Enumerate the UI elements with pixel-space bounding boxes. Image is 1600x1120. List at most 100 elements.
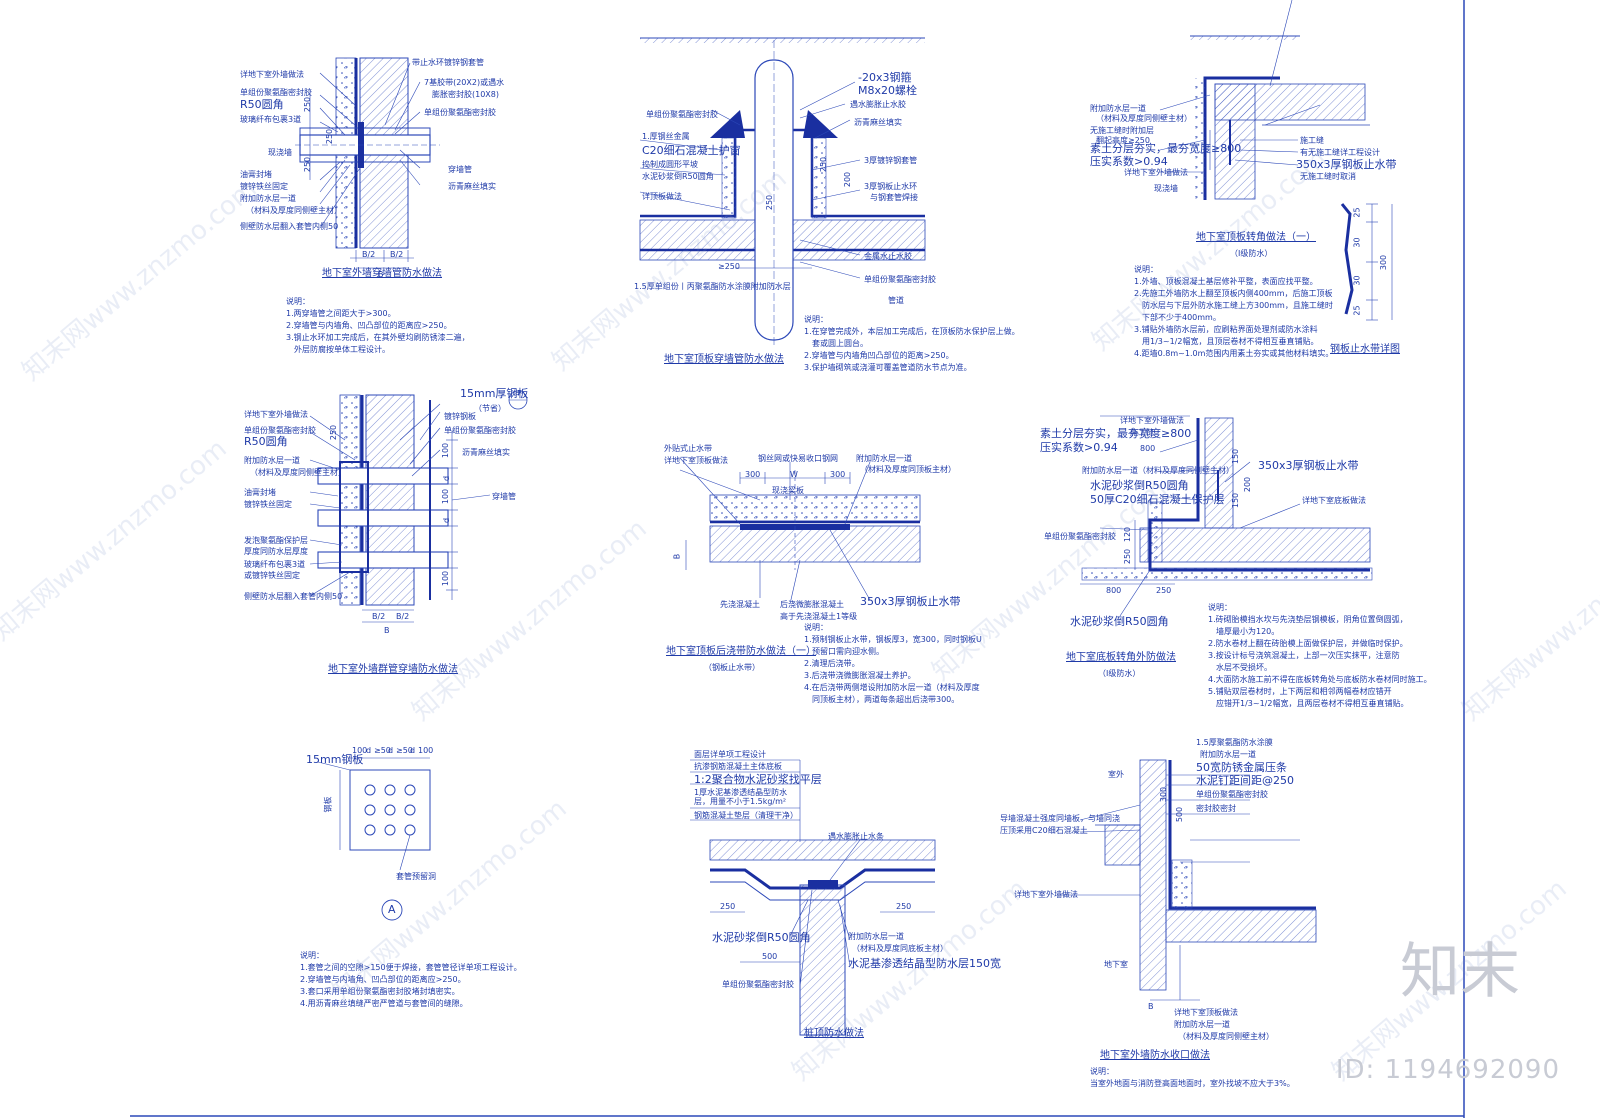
d2-note-3: 2.穿墙管与内墙角凹凸部位的距离>250。 — [804, 351, 954, 360]
d4-label-10: 厚度同防水层厚度 — [244, 547, 308, 556]
d4-label-4: R50圆角 — [244, 435, 288, 448]
d4-label-5: 附加防水层一道 — [244, 456, 300, 465]
d9-note-1: 当室外地面与消防登高面地面时，室外找坡不应大于3%。 — [1090, 1079, 1295, 1088]
d9-dim-0: 300 — [1159, 786, 1169, 803]
d5-dim-0: 300 — [745, 470, 761, 479]
d3-label-2: 无施工缝时附加层 — [1090, 126, 1154, 135]
d3-note-4: 下部不少于400mm。 — [1142, 313, 1221, 322]
d5-notes: 说明： 1.预制钢板止水带，钢板厚3，宽300，同时钢板U 预留口需向迎水侧。 … — [804, 622, 982, 706]
d8-label-1: 水泥砂浆倒R50圆角 — [712, 931, 811, 944]
d2-label-9: 遇水膨胀止水胶 — [850, 100, 906, 109]
d1-label-7: 附加防水层一道 — [240, 194, 296, 203]
d7-dim-2: ≥50 — [374, 746, 391, 755]
d2-label-11: 3厚镀锌钢套管 — [864, 156, 918, 165]
d4-label-14: 镀锌钢板 — [444, 412, 476, 421]
d6-label-9: 详地下室底板做法 — [1302, 496, 1366, 505]
d5-note-3: 2.清理后浇带。 — [804, 659, 860, 668]
d2-note-2: 套或圆上圆台。 — [812, 339, 868, 348]
d4-label-13: 侧壁防水层翻入套管内侧50 — [244, 592, 343, 601]
d6-label-3: 施工缝 — [1130, 428, 1154, 437]
d6-subtitle: （Ⅰ级防水） — [1098, 669, 1141, 678]
d1-label-2: R50圆角 — [240, 98, 284, 111]
d7-note-3: 3.套口采用单组份聚氨酯密封胶堵封填密实。 — [300, 987, 460, 996]
d5-label-3: 附加防水层一道 — [856, 454, 912, 463]
d8-label-4: 水泥基渗透结晶型防水层150宽 — [848, 957, 1001, 970]
d5-note-6: 同顶板主材），两道每条超出后浇带300。 — [812, 695, 960, 704]
d3-label-7: 现浇墙 — [1154, 184, 1178, 193]
d8-layer-0: 面层详单项工程设计 — [694, 750, 766, 759]
d3-subtitle: （Ⅰ级防水） — [1230, 249, 1273, 258]
d9-label-11: 详地下室顶板做法 — [1174, 1008, 1238, 1017]
d3-note-5: 3.铺贴外墙防水层前，应刷粘界面处理剂或防水涂料 — [1134, 325, 1318, 334]
d7-marker: A — [388, 903, 396, 916]
d5-label-5: 先浇混凝土 — [720, 600, 760, 609]
d7-dim-1: d — [366, 746, 372, 755]
d1-dim-4: B/2 — [390, 250, 404, 259]
d5-dim-2: 300 — [830, 470, 846, 479]
d7-dim-4: ≥50 — [396, 746, 413, 755]
d9-label-0: 1.5厚聚氨酯防水涂膜 — [1196, 738, 1273, 747]
d3-title: 地下室顶板转角做法（一） — [1196, 232, 1316, 243]
d5-note-5: 4.在后浇带两侧增设附加防水层一道（材料及厚度 — [804, 683, 980, 692]
d6-title: 地下室底板转角外防做法 — [1066, 652, 1176, 663]
d2-label-6: 1.5厚单组份丨丙聚氨酯防水涂膜附加防水层 — [634, 282, 791, 291]
d1-label-1: 单组份聚氨酯密封胶 — [240, 88, 312, 97]
d5-label-9: 现浇梁板 — [772, 486, 804, 495]
d3-note-0: 说明： — [1134, 265, 1158, 274]
d5-dim-1: W — [790, 470, 798, 479]
d9-label-1: 附加防水层一道 — [1200, 750, 1256, 759]
d3-label-6: 详地下室外墙做法 — [1124, 168, 1188, 177]
d9-label-7: 导墙混凝土强度同墙板，与墙同浇 — [1000, 814, 1120, 823]
d3-label-9: 有无施工缝详工程设计 — [1300, 148, 1380, 157]
d1-label-14: 穿墙管 — [448, 165, 472, 174]
d3-label-3: 翻起高度≥250 — [1096, 136, 1150, 145]
d1-label-13: 单组份聚氨酯密封胶 — [424, 108, 496, 117]
d1-label-8: （材料及厚度同侧壁主材） — [246, 206, 342, 215]
d3b-title: 钢板止水带详图 — [1330, 344, 1400, 355]
d3-label-1: （材料及厚度同侧壁主材） — [1096, 114, 1192, 123]
d5-note-4: 3.后浇带浇微膨胀混凝土养护。 — [804, 671, 916, 680]
d1-note-4: 外层防腐按单体工程设计。 — [294, 345, 390, 354]
d1-note-1: 1.两穿墙管之间距大于>300。 — [286, 309, 396, 318]
d1-label-12: 膨胀密封胶(10X8) — [432, 90, 499, 99]
d2-note-4: 3.保护墙砌筑或浇灌可覆盖管道防水节点为准。 — [804, 363, 972, 372]
d3-note-1: 1.外墙、顶板混凝土基层修补平整，表面应找平整。 — [1134, 277, 1318, 286]
d9-title: 地下室外墙防水收口做法 — [1100, 1050, 1210, 1061]
d3-note-7: 4.距墙0.8m~1.0m范围内用素土夯实或其他材料填实。 — [1134, 349, 1334, 358]
d3-note-2: 2.先施工外墙防水上翻至顶板内侧400mm，后施工顶板 — [1134, 289, 1333, 298]
d9-dim-2: B — [1148, 1002, 1154, 1011]
d6-note-5: 水层不受损坏。 — [1216, 663, 1272, 672]
d5-note-1: 1.预制钢板止水带，钢板厚3，宽300，同时钢板U — [804, 635, 982, 644]
d1-dim-3: B/2 — [362, 250, 376, 259]
d2-label-13: 与钢套管焊接 — [870, 193, 918, 202]
d8-dim-1: 250 — [896, 902, 912, 911]
d4-label-9: 发泡聚氨酯保护层 — [244, 536, 308, 545]
d3-note-6: 用1/3~1/2幅宽，且顶层卷材不得相互垂直铺贴。 — [1142, 337, 1319, 346]
d4-label-8: 镀锌铁丝固定 — [244, 500, 292, 509]
d1-dim-5: B — [378, 270, 384, 279]
d7-dim-3: d — [388, 746, 394, 755]
d2-note-1: 1.在穿管完成外，本层加工完成后，在顶板防水保护层上做。 — [804, 327, 1020, 336]
watermark-brand: 知末 — [1400, 937, 1520, 1007]
d2-label-4: 水泥砂浆倒R50圆角 — [642, 172, 714, 181]
d2-dim-3: ≥250 — [718, 262, 740, 271]
d6-dim-7: 250 — [1156, 586, 1172, 595]
d8-dim-2: 500 — [762, 952, 778, 961]
d6-note-4: 3.按设计标号浇筑混凝土，上部一次压实抹平，注意防 — [1208, 651, 1400, 660]
d8-label-3: （材料及厚度同底板主材） — [852, 944, 948, 953]
d1-title: 地下室外墙穿墙管防水做法 — [322, 268, 442, 279]
d4-label-1: （节省） — [474, 404, 506, 413]
d9-notes: 说明： 当室外地面与消防登高面地面时，室外找坡不应大于3%。 — [1090, 1066, 1295, 1090]
d9-label-13: （材料及厚度同侧壁主材） — [1178, 1032, 1274, 1041]
d5-label-4: （材料及厚度同顶板主材） — [860, 465, 956, 474]
d9-dim-1: 500 — [1175, 806, 1185, 823]
d8-label-2: 附加防水层一道 — [848, 932, 904, 941]
d9-label-9: 详地下室外墙做法 — [1014, 890, 1078, 899]
d1-label-4: 现浇墙 — [268, 148, 292, 157]
